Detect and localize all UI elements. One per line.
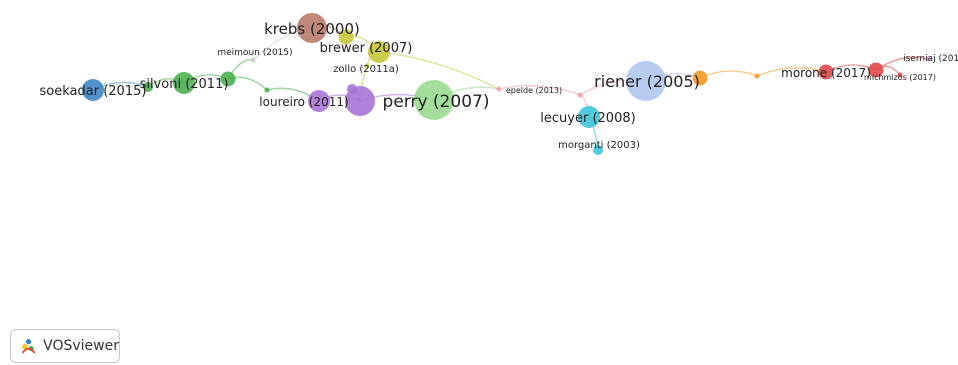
node-label-brewer: brewer (2007) [320,41,413,56]
vosviewer-brand-badge[interactable]: VOSviewer [10,329,120,363]
node-label-soekadar: soekadar (2015) [40,84,147,99]
node-soekadar[interactable] [82,79,104,101]
vosviewer-logo-icon [21,339,36,354]
node-label-silvoni: silvoni (2011) [140,77,229,92]
node-label-morganti: morganti (2003) [558,140,640,151]
network-edge [498,84,581,96]
node-perry[interactable] [414,80,454,120]
brand-name: VOSviewer [43,338,119,354]
node-o1[interactable] [692,70,708,86]
node-label-iserniaj: iserniaj (2019 [903,54,958,64]
node-layer [82,13,931,155]
node-epelde[interactable] [496,86,502,92]
node-r1[interactable] [577,92,583,98]
node-g3[interactable] [264,87,270,93]
node-meimoun[interactable] [250,57,256,63]
label-layer: soekadar (2015)silvoni (2011) meimoun (20… [40,20,958,151]
node-s1[interactable] [143,82,153,92]
node-label-morone: morone (2017) [781,66,871,80]
node-label-meimoun: meimoun (2015) [217,48,292,58]
node-brewer[interactable] [368,41,390,63]
node-label-epelde: epelde (2013) [506,86,562,95]
node-riener[interactable] [626,61,666,101]
node-morone[interactable] [818,64,834,80]
network-edge [378,51,500,90]
node-morganti[interactable] [593,145,603,155]
network-edge [699,70,758,79]
node-label-michmizos: michmizos (2017) [864,73,936,82]
node-label-loureiro: loureiro (2011) [259,95,348,109]
node-label-perry: perry (2007) [383,92,490,112]
node-label-lecuyer: lecuyer (2008) [540,111,635,126]
node-label-zollo: zollo (2011a) [333,64,399,75]
node-iserniaj[interactable] [925,56,931,62]
node-zollo[interactable] [364,63,370,69]
node-loureiro[interactable] [308,90,330,112]
node-y1[interactable] [338,29,354,45]
node-krebs[interactable] [297,13,327,43]
node-silvoni[interactable] [173,72,195,94]
node-label-riener: riener (2005) [594,72,700,91]
node-michmizos[interactable] [897,72,903,78]
node-o2[interactable] [754,73,760,79]
node-red2[interactable] [868,62,884,78]
node-g2[interactable] [220,71,236,87]
node-lecuyer[interactable] [578,106,600,128]
node-label-krebs: krebs (2000) [264,20,360,38]
node-p2[interactable] [347,84,357,94]
